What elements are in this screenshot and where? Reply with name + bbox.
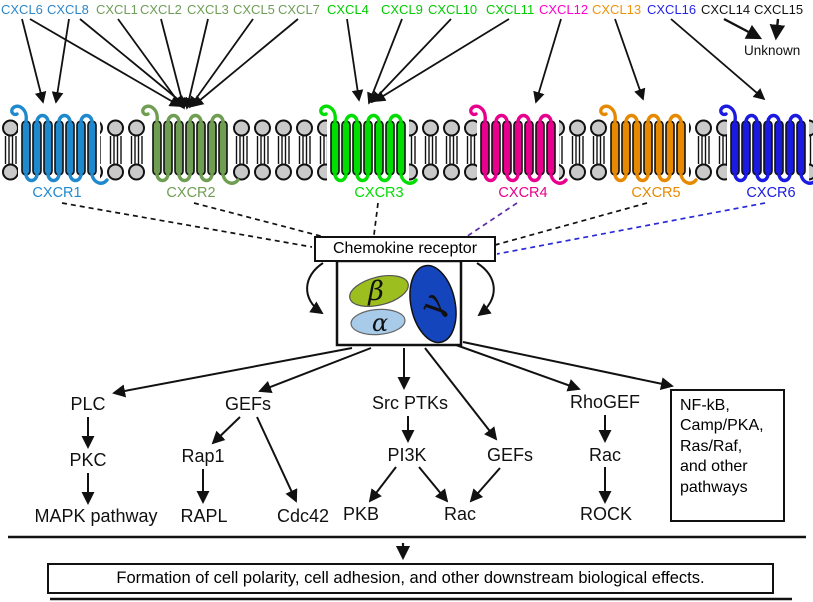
gamma-subunit xyxy=(409,264,457,344)
receptor-cxcr4 xyxy=(469,104,568,185)
receptor-to-box-dashed-lines xyxy=(61,202,766,255)
other-pathways-box: NF-kB, Camp/PKA, Ras/Raf, and other path… xyxy=(670,389,785,522)
ligand-label-cxcl3: CXCL3 xyxy=(187,2,229,17)
node-rapl: RAPL xyxy=(180,506,228,526)
receptor-cxcr6 xyxy=(719,104,813,185)
alpha-label: α xyxy=(372,309,388,337)
ligand-label-cxcl13: CXCL13 xyxy=(592,2,642,17)
node-rac-right: Rac xyxy=(588,445,622,465)
ligand-label-cxcl16: CXCL16 xyxy=(647,2,697,17)
receptor-label-cxcr2: CXCR2 xyxy=(166,185,216,201)
ligand-label-cxcl15: CXCL15 xyxy=(754,2,804,17)
node-gefs-1: GEFs xyxy=(224,394,272,414)
ligand-label-cxcl1: CXCL1 xyxy=(96,2,138,17)
receptor-label-cxcr6: CXCR6 xyxy=(746,185,796,201)
unknown-label: Unknown xyxy=(744,43,801,58)
ligand-label-cxcl4: CXCL4 xyxy=(327,2,369,17)
node-rhogef: RhoGEF xyxy=(569,392,641,412)
node-rock: ROCK xyxy=(579,504,633,524)
receptor-cxcr2 xyxy=(141,104,240,185)
node-pi3k: PI3K xyxy=(387,445,427,465)
node-rap1: Rap1 xyxy=(181,446,225,466)
pathway-arrows xyxy=(81,415,612,505)
receptor-label-cxcr3: CXCR3 xyxy=(354,185,404,201)
node-src-ptks: Src PTKs xyxy=(371,393,449,413)
signal-fan-arrows xyxy=(112,341,674,441)
recycle-arrow-left xyxy=(306,262,324,315)
alpha-subunit xyxy=(350,308,406,336)
outcome-box: Formation of cell polarity, cell adhesio… xyxy=(47,563,774,594)
ligand-binding-arrows xyxy=(21,17,786,110)
receptor-label-cxcr5: CXCR5 xyxy=(631,185,681,201)
node-pkb: PKB xyxy=(342,504,380,524)
ligand-label-cxcl7: CXCL7 xyxy=(278,2,320,17)
chemokine-receptor-box: Chemokine receptor xyxy=(314,236,496,262)
ligand-label-cxcl11: CXCL11 xyxy=(486,2,535,17)
node-rac-mid: Rac xyxy=(443,504,477,524)
receptor-label-cxcr4: CXCR4 xyxy=(498,185,548,201)
node-pkc: PKC xyxy=(69,450,107,470)
receptor-cxcr3 xyxy=(319,104,418,185)
g-protein-complex: β α γ xyxy=(306,259,495,347)
ligand-label-cxcl12: CXCL12 xyxy=(539,2,589,17)
receptor-cxcr5 xyxy=(599,104,698,185)
ligand-label-cxcl5: CXCL5 xyxy=(233,2,275,17)
node-cdc42: Cdc42 xyxy=(276,506,330,526)
receptor-label-cxcr1: CXCR1 xyxy=(32,185,82,201)
receptor-cxcr1 xyxy=(10,104,109,185)
ligand-label-cxcl2: CXCL2 xyxy=(140,2,182,17)
beta-label: β xyxy=(367,276,384,307)
beta-subunit xyxy=(349,274,409,308)
ligand-label-cxcl14: CXCL14 xyxy=(701,2,751,17)
node-mapk: MAPK pathway xyxy=(34,506,158,526)
node-gefs-2: GEFs xyxy=(486,445,534,465)
ligand-label-cxcl6: CXCL6 xyxy=(1,2,43,17)
ligand-label-cxcl8: CXCL8 xyxy=(47,2,89,17)
ligand-label-cxcl10: CXCL10 xyxy=(428,2,478,17)
recycle-arrow-right xyxy=(476,262,495,317)
node-plc: PLC xyxy=(70,394,106,414)
ligand-label-cxcl9: CXCL9 xyxy=(381,2,423,17)
